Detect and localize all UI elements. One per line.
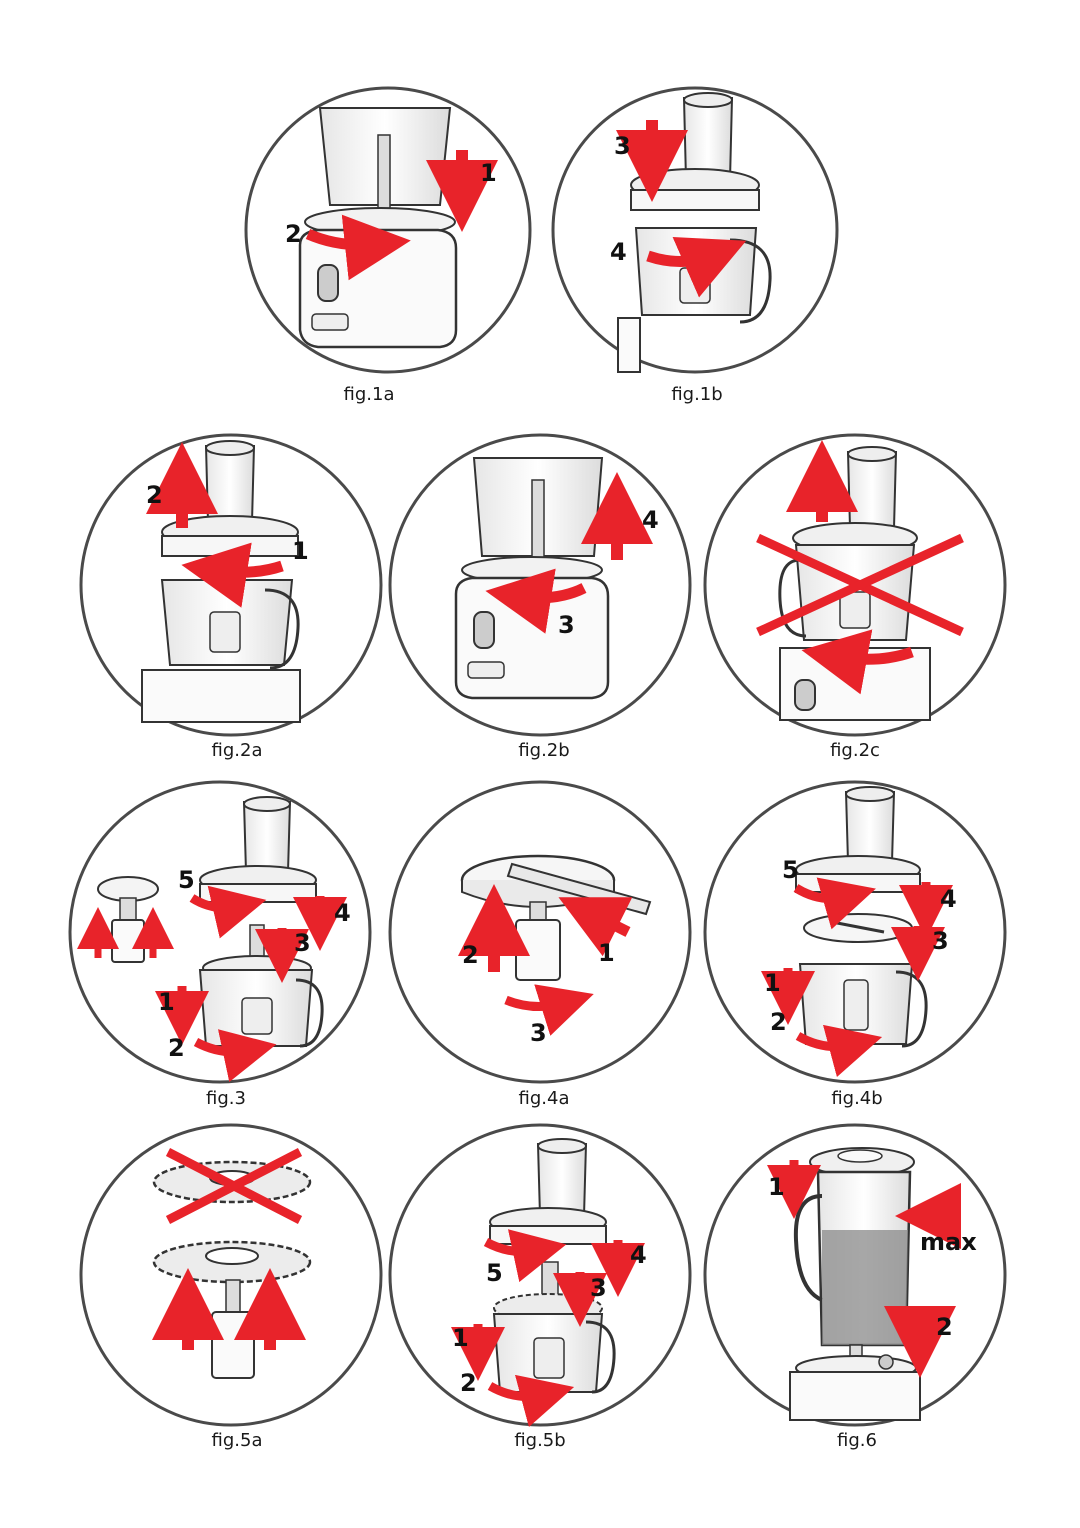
fig5b-step-2: 2 xyxy=(460,1369,477,1397)
fig5b-pusher-icon xyxy=(536,1138,588,1217)
fig2b-arrow-rotate-icon xyxy=(485,568,587,634)
fig2b-bowl-icon xyxy=(472,457,604,563)
fig1a-figure: 1 2 xyxy=(244,86,532,374)
fig5b-caption: fig.5b xyxy=(514,1430,566,1451)
fig3-step-3: 3 xyxy=(294,929,311,957)
fig5b-arrow-rotate-5-icon xyxy=(483,1229,567,1283)
fig5b-step-3: 3 xyxy=(590,1274,607,1302)
fig4a-arrow-rotate-icon xyxy=(504,984,594,1036)
fig4b-step-2: 2 xyxy=(770,1008,787,1036)
fig2b-step-3: 3 xyxy=(558,611,575,639)
fig4b-figure: 5 4 3 1 2 xyxy=(703,780,1007,1084)
fig4a-arrow-insert-icon xyxy=(558,897,633,957)
fig2b-base-icon xyxy=(454,556,610,700)
fig2b-figure: 4 3 xyxy=(388,433,692,737)
fig5b-figure: 5 4 3 1 2 xyxy=(388,1123,692,1428)
fig5a-caption: fig.5a xyxy=(211,1430,263,1451)
fig2c-cross-icon xyxy=(756,533,964,637)
fig1a-step-1: 1 xyxy=(480,159,497,187)
fig4a-step-2: 2 xyxy=(462,941,479,969)
fig6-step-1: 1 xyxy=(768,1173,785,1201)
fig4a-step-3: 3 xyxy=(530,1019,547,1047)
fig1b-step-3: 3 xyxy=(614,132,631,160)
fig2c-caption: fig.2c xyxy=(830,740,880,761)
fig2c-arrow-rotate-icon xyxy=(801,629,914,695)
fig5a-cross-icon xyxy=(165,1147,303,1225)
fig3-step-1: 1 xyxy=(158,988,175,1016)
fig3-step-4: 4 xyxy=(334,899,351,927)
fig1b-figure: 3 4 xyxy=(551,86,839,374)
fig5b-lid-icon xyxy=(489,1207,607,1245)
fig5b-arrow-rotate-2-icon xyxy=(487,1374,575,1428)
fig6-max-label: max xyxy=(920,1228,977,1256)
fig4a-caption: fig.4a xyxy=(518,1088,570,1109)
fig3-pusher-icon xyxy=(242,796,292,873)
fig1a-base-icon xyxy=(298,207,458,349)
fig4b-bowl-icon xyxy=(798,963,928,1048)
fig2b-step-4: 4 xyxy=(642,506,659,534)
fig2a-arrow-rotate-icon xyxy=(181,542,284,608)
fig5a-disc-bottom-icon xyxy=(152,1240,312,1284)
fig4b-step-4: 4 xyxy=(940,885,957,913)
fig4b-step-3: 3 xyxy=(932,927,949,955)
fig1a-step-2: 2 xyxy=(285,220,302,248)
fig5b-step-4: 4 xyxy=(630,1241,647,1269)
fig1b-lid-icon xyxy=(630,168,760,211)
fig3-arrow-rotate-2-icon xyxy=(193,1029,277,1083)
fig2a-pusher-icon xyxy=(204,440,256,523)
fig1b-caption: fig.1b xyxy=(671,384,723,405)
fig2c-figure xyxy=(703,433,1007,737)
fig5b-step-1: 1 xyxy=(452,1324,469,1352)
fig6-caption: fig.6 xyxy=(837,1430,877,1451)
fig1b-arrow-rotate-icon xyxy=(646,236,747,298)
fig3-step-5: 5 xyxy=(178,866,195,894)
fig4b-step-5: 5 xyxy=(782,856,799,884)
fig4b-arrow-rotate-2-icon xyxy=(795,1024,883,1078)
fig3-arrow-rotate-5-icon xyxy=(189,885,267,939)
fig5b-step-5: 5 xyxy=(486,1259,503,1287)
fig1a-caption: fig.1a xyxy=(343,384,395,405)
fig1a-bowl-icon xyxy=(318,107,452,221)
fig4b-caption: fig.4b xyxy=(831,1088,883,1109)
fig2c-pusher-icon xyxy=(846,446,898,529)
fig2b-caption: fig.2b xyxy=(518,740,570,761)
fig6-step-2: 2 xyxy=(936,1313,953,1341)
fig6-figure: 1 2 max xyxy=(703,1123,1007,1427)
fig2a-caption: fig.2a xyxy=(211,740,263,761)
fig2a-figure: 2 1 xyxy=(79,433,383,737)
fig3-step-2: 2 xyxy=(168,1034,185,1062)
fig3-lid-icon xyxy=(199,865,317,903)
fig5a-figure xyxy=(79,1123,383,1427)
fig1b-pusher-icon xyxy=(682,92,734,181)
fig4b-arrow-rotate-5-icon xyxy=(793,877,876,930)
fig4a-step-1: 1 xyxy=(598,939,615,967)
fig4b-lid-icon xyxy=(795,855,921,893)
fig2a-step-2: 2 xyxy=(146,481,163,509)
fig1a-arrow-rotate-icon xyxy=(305,214,411,281)
fig4a-figure: 2 1 3 xyxy=(388,780,692,1084)
fig1b-step-4: 4 xyxy=(610,238,627,266)
fig4b-pusher-icon xyxy=(844,786,896,863)
fig4b-disc-icon xyxy=(803,913,913,943)
fig2a-step-1: 1 xyxy=(292,537,309,565)
fig6-liquid-icon xyxy=(822,1230,908,1345)
fig4b-step-1: 1 xyxy=(764,969,781,997)
fig2c-assembled-icon xyxy=(778,522,931,721)
fig3-caption: fig.3 xyxy=(206,1088,246,1109)
fig3-figure: 5 4 3 1 2 xyxy=(68,780,372,1084)
